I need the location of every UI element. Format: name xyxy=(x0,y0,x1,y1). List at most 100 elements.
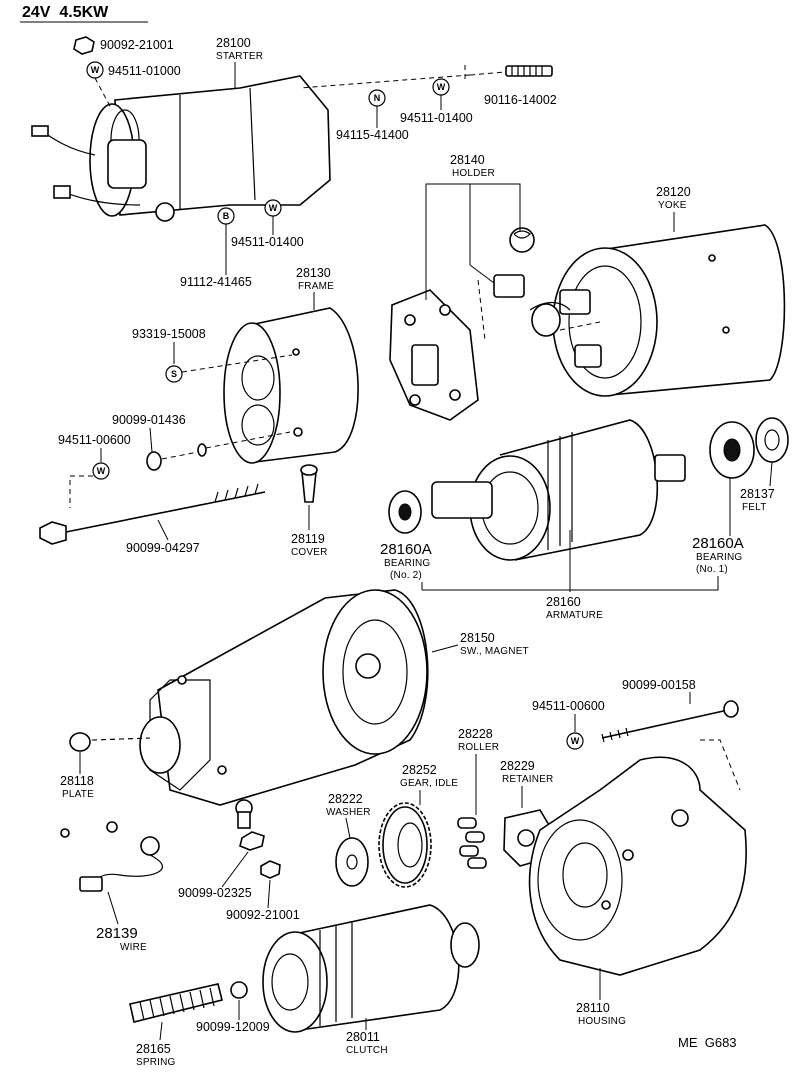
part-name-yoke: YOKE xyxy=(658,200,687,211)
part-name-felt: FELT xyxy=(742,502,767,513)
svg-text:S: S xyxy=(171,369,177,379)
idle-gear-drawing xyxy=(378,802,432,888)
svg-text:W: W xyxy=(571,736,580,746)
washer-symbol-w-a: W xyxy=(86,61,104,79)
part-name-starter: STARTER xyxy=(216,51,263,62)
part-name-clutch: CLUTCH xyxy=(346,1045,388,1056)
part-name-bearing2: BEARING xyxy=(384,558,430,569)
clutch-drawing xyxy=(262,904,480,1033)
nut-n-callout: N 94115-41400 xyxy=(336,89,409,142)
bearing2-drawing xyxy=(388,490,422,534)
part-name-wire: WIRE xyxy=(120,942,147,953)
svg-text:N: N xyxy=(374,93,381,103)
part-number-stud: 90116-14002 xyxy=(484,93,557,107)
yoke-drawing xyxy=(529,224,786,397)
part-number-wire: 28139 xyxy=(96,925,138,942)
clutch-callout: 28011 CLUTCH xyxy=(346,1018,388,1056)
part-number-housing: 28110 xyxy=(576,1001,610,1015)
stud-callout: 90116-14002 xyxy=(299,65,557,107)
roller-callout: 28228 ROLLER xyxy=(458,727,499,815)
washer-e-callout: 94511-00600 W xyxy=(58,433,131,508)
roller-drawing xyxy=(457,817,487,869)
part-number-magnet-switch: 28150 xyxy=(460,631,495,645)
part-name-idle-gear: GEAR, IDLE xyxy=(400,778,458,789)
svg-text:W: W xyxy=(97,466,106,476)
through-bolt-callout: 90099-04297 xyxy=(39,483,266,555)
part-number-washer-b: 94511-01400 xyxy=(400,111,473,125)
part-number-bearing1: 28160A xyxy=(692,535,744,552)
part-sub-bearing2: (No. 2) xyxy=(390,570,422,581)
part-name-plate: PLATE xyxy=(62,789,94,800)
part-number-holder: 28140 xyxy=(450,153,485,167)
bolt-symbol-b: B xyxy=(217,207,235,225)
part-number-bolt-b: 91112-41465 xyxy=(180,275,252,289)
assembly-guide-lines xyxy=(91,279,601,741)
washer-symbol-w-e: W xyxy=(92,462,110,480)
part-name-housing: HOUSING xyxy=(578,1016,626,1027)
part-name-cover: COVER xyxy=(291,547,328,558)
part-name-magnet-switch: SW., MAGNET xyxy=(460,646,529,657)
washer-b-callout: W 94511-01400 xyxy=(400,65,473,125)
part-number-yoke: 28120 xyxy=(656,185,691,199)
part-number-felt: 28137 xyxy=(740,487,775,501)
bearing2-callout: 28160A BEARING (No. 2) xyxy=(380,541,432,590)
bearing1-callout: 28160A BEARING (No. 1) xyxy=(692,478,744,575)
cover-callout: 28119 COVER xyxy=(291,464,328,558)
part-number-armature: 28160 xyxy=(546,595,581,609)
part-name-retainer: RETAINER xyxy=(502,774,553,785)
washer-f-callout: 94511-00600 W xyxy=(532,699,605,750)
part-number-washer-e: 94511-00600 xyxy=(58,433,131,447)
part-name-armature: ARMATURE xyxy=(546,610,603,621)
part-number-washer-f: 94511-00600 xyxy=(532,699,605,713)
housing-callout: 28110 HOUSING xyxy=(576,968,626,1027)
holder-drawing xyxy=(389,227,535,421)
part-name-holder: HOLDER xyxy=(452,168,495,179)
retainer-callout: 28229 RETAINER xyxy=(500,759,553,808)
washer-c-callout: W 94511-01400 xyxy=(231,199,304,249)
nut-bottom-callout: 90092-21001 xyxy=(226,879,300,922)
part-sub-bearing1: (No. 1) xyxy=(696,564,728,575)
washer-d-callout: 90099-01436 xyxy=(112,413,291,471)
bearing1-drawing xyxy=(709,417,789,479)
spring-drawing xyxy=(129,983,223,1023)
bolt-b-callout: B 91112-41465 xyxy=(180,207,252,289)
bolt-long-callout: 90099-00158 xyxy=(601,678,741,791)
part-number-clutch: 28011 xyxy=(346,1030,380,1044)
screw-symbol-s: S xyxy=(165,365,183,383)
starter-assembly-drawing xyxy=(31,75,331,222)
part-name-frame: FRAME xyxy=(298,281,334,292)
ball-callout: 90099-12009 xyxy=(196,981,270,1034)
spring-callout: 28165 SPRING xyxy=(136,1021,176,1068)
part-number-nut-top: 90092-21001 xyxy=(100,38,174,52)
part-number-starter: 28100 xyxy=(216,36,251,50)
nut-symbol-n: N xyxy=(368,89,386,107)
idle-gear-callout: 28252 GEAR, IDLE xyxy=(400,763,458,805)
spec-title: 24V 4.5KW xyxy=(22,4,109,21)
nut-top-callout: 90092-21001 xyxy=(73,36,174,55)
svg-text:B: B xyxy=(223,211,230,221)
part-number-washer-g: 28222 xyxy=(328,792,363,806)
part-number-nut-bottom: 90092-21001 xyxy=(226,908,300,922)
part-number-screw-s: 93319-15008 xyxy=(132,327,206,341)
wire-drawing xyxy=(60,821,281,892)
part-number-washer-a: 94511-01000 xyxy=(108,64,181,78)
part-number-roller: 28228 xyxy=(458,727,493,741)
magnet-switch-drawing xyxy=(139,589,429,829)
felt-callout: 28137 FELT xyxy=(740,461,775,513)
part-number-spring: 28165 xyxy=(136,1042,171,1056)
svg-text:W: W xyxy=(91,65,100,75)
part-name-bearing1: BEARING xyxy=(696,552,742,563)
armature-drawing xyxy=(431,419,686,561)
starter-callout: 28100 STARTER xyxy=(216,36,263,88)
holder-callout: 28140 HOLDER xyxy=(425,153,521,300)
lockwasher-callout: 90099-02325 xyxy=(178,851,252,900)
part-number-lockwasher: 90099-02325 xyxy=(178,886,252,900)
part-name-spring: SPRING xyxy=(136,1057,176,1068)
yoke-callout: 28120 YOKE xyxy=(656,185,691,232)
frame-drawing xyxy=(223,307,359,464)
washer-a-callout: W 94511-01000 xyxy=(86,61,181,111)
part-number-bolt-long: 90099-00158 xyxy=(622,678,696,692)
wire-callout: 28139 WIRE xyxy=(96,891,147,953)
washer-symbol-w-c: W xyxy=(264,199,282,217)
part-number-bearing2: 28160A xyxy=(380,541,432,558)
